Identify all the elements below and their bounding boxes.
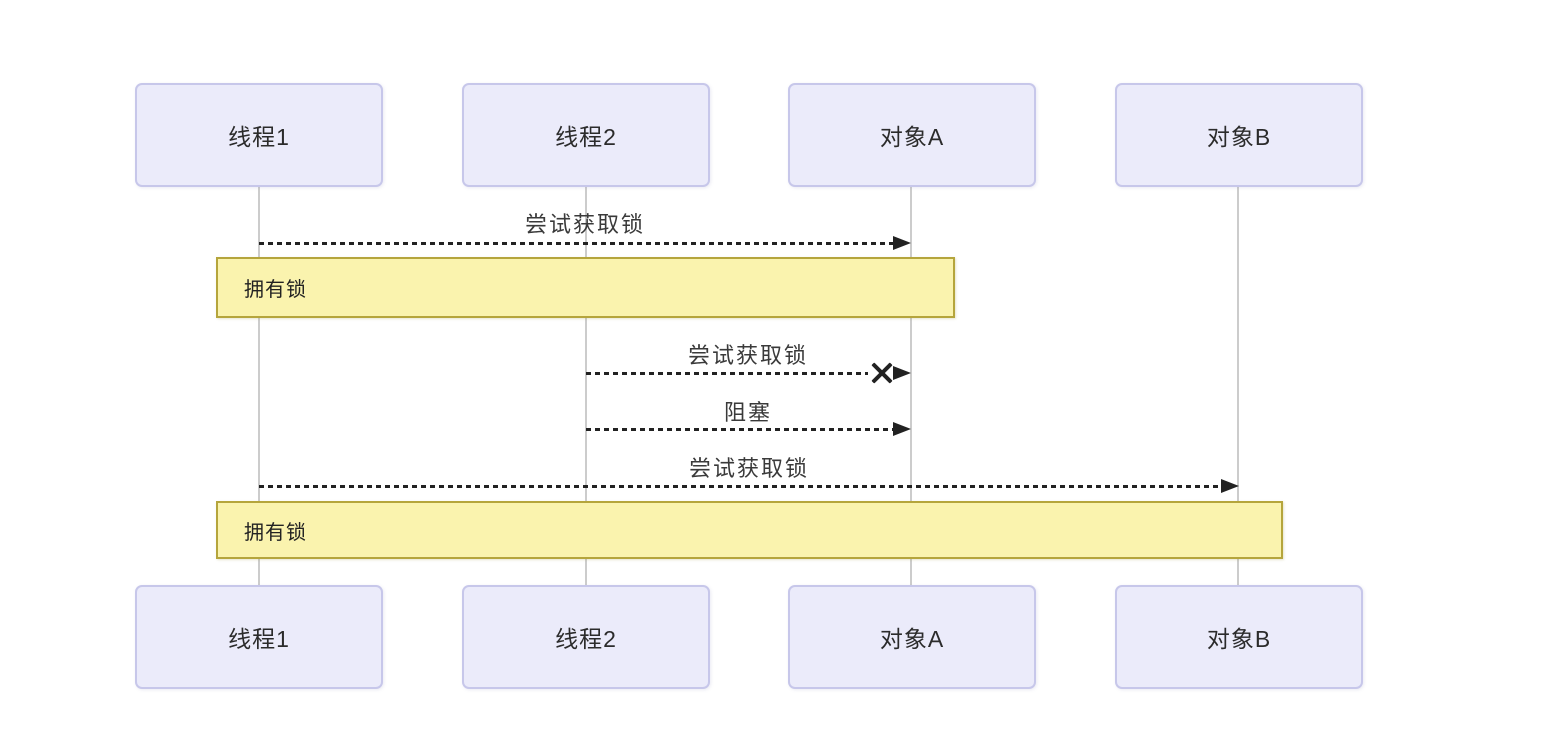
participant-top-thread2: 线程2 xyxy=(462,83,710,187)
lifeline-thread1 xyxy=(258,187,260,585)
message-label-try-lock-3: 尝试获取锁 xyxy=(688,456,810,481)
message-label-blocked: 阻塞 xyxy=(723,400,773,425)
participant-bottom-objectA: 对象A xyxy=(788,585,1036,689)
note-label: 拥有锁 xyxy=(244,521,307,544)
lifeline-objectB xyxy=(1237,187,1239,585)
participant-label: 线程2 xyxy=(555,626,617,652)
message-line-4 xyxy=(259,485,1221,488)
arrowhead-icon xyxy=(893,236,911,250)
message-label-try-lock-1: 尝试获取锁 xyxy=(524,212,646,237)
message-label-try-lock-2: 尝试获取锁 xyxy=(687,343,809,368)
note-label: 拥有锁 xyxy=(244,279,307,301)
participant-bottom-thread2: 线程2 xyxy=(462,585,710,689)
participant-label: 线程1 xyxy=(228,626,290,652)
message-line-3 xyxy=(586,428,893,431)
participant-label: 线程1 xyxy=(228,124,290,150)
arrowhead-icon xyxy=(1221,479,1239,493)
arrowhead-icon xyxy=(893,366,911,380)
lifeline-objectA xyxy=(910,187,912,585)
participant-bottom-thread1: 线程1 xyxy=(135,585,383,689)
arrowhead-icon xyxy=(893,422,911,436)
participant-label: 对象A xyxy=(879,626,945,652)
lifeline-thread2 xyxy=(585,187,587,585)
participant-label: 对象A xyxy=(879,124,945,150)
participant-label: 线程2 xyxy=(555,124,617,150)
fail-cross-icon xyxy=(870,361,894,385)
participant-bottom-objectB: 对象B xyxy=(1115,585,1363,689)
participant-label: 对象B xyxy=(1206,626,1272,652)
participant-label: 对象B xyxy=(1206,124,1272,150)
note-owns-lock-1: 拥有锁 xyxy=(216,257,955,318)
note-owns-lock-2: 拥有锁 xyxy=(216,501,1283,559)
message-line-2 xyxy=(586,372,868,375)
participant-top-objectA: 对象A xyxy=(788,83,1036,187)
message-line-1 xyxy=(259,242,893,245)
participant-top-objectB: 对象B xyxy=(1115,83,1363,187)
participant-top-thread1: 线程1 xyxy=(135,83,383,187)
